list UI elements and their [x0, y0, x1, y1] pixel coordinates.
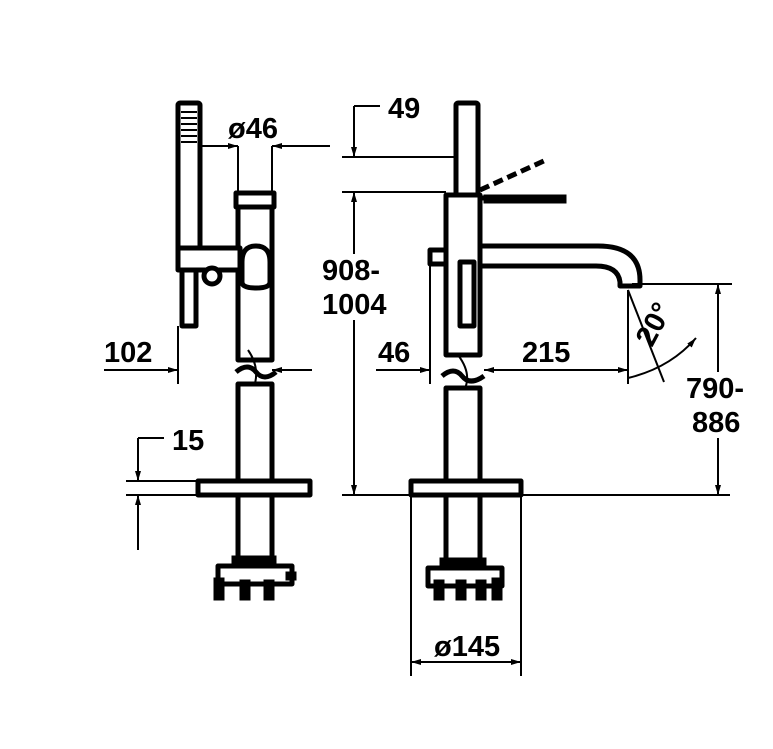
diverter-knob — [427, 247, 449, 267]
floor-plate — [195, 478, 313, 498]
hose-stub-front — [457, 259, 477, 329]
side-view: ø46 102 15 — [104, 100, 330, 601]
hand-shower — [175, 100, 203, 254]
front-view: 49 908- 1004 46 215 20° 790- 886 ø145 — [320, 93, 758, 676]
label-102: 102 — [104, 337, 152, 369]
label-790: 790- — [686, 373, 744, 405]
spout-front — [477, 243, 643, 289]
label-215: 215 — [522, 337, 570, 369]
lever-open-position — [478, 157, 548, 193]
label-46: 46 — [378, 337, 410, 369]
spout-outlet — [239, 243, 273, 291]
label-1004: 1004 — [322, 289, 387, 321]
lever-knob — [201, 265, 223, 287]
floor-plate-front — [408, 478, 524, 498]
hand-shower-grip — [181, 111, 197, 143]
label-angle-20: 20° — [630, 298, 679, 352]
label-886: 886 — [692, 407, 740, 439]
label-diameter-46: ø46 — [228, 113, 278, 145]
hose-connector — [179, 267, 199, 329]
column-lower-front — [443, 385, 483, 567]
mounting-bracket-front — [425, 557, 505, 601]
column-lower — [235, 381, 275, 563]
label-diameter-145: ø145 — [434, 631, 500, 663]
cartridge-cap — [233, 190, 277, 210]
label-908: 908- — [322, 255, 380, 287]
label-49: 49 — [388, 93, 420, 125]
mounting-bracket — [213, 555, 297, 601]
label-15: 15 — [172, 425, 204, 457]
